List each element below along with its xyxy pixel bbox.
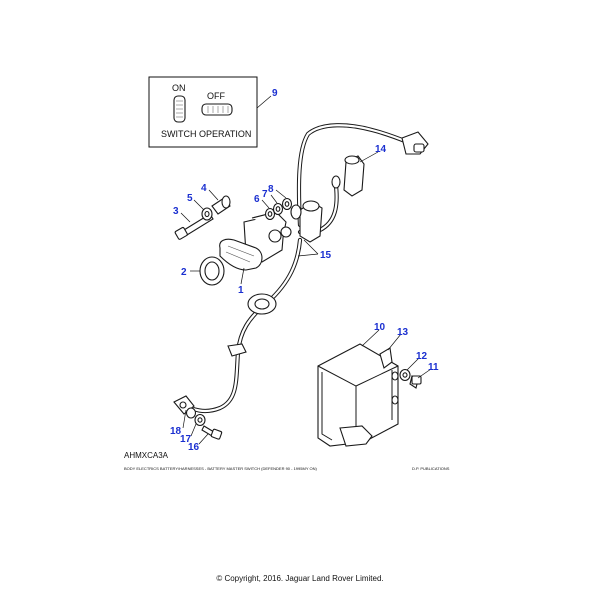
callout-17: 17 [180,434,192,445]
cable-clip [227,343,247,357]
terminal-cover-lower [290,200,323,243]
callout-1: 1 [238,285,244,296]
callout-7: 7 [262,189,268,200]
illustration-reference-code: AHMXCA3A [124,451,169,460]
battery-cable-upper [296,123,413,228]
switch-operation-inset: ON OFF SWITCH OPERATION [148,76,258,148]
terminal-washer-17 [194,413,206,427]
callout-11: 11 [428,362,439,373]
callout-4: 4 [201,183,207,194]
battery-master-switch [219,211,292,271]
publisher-label: D.P. PUBLICATIONS [412,466,450,471]
washer-5 [201,207,213,221]
callout-10: 10 [374,322,386,333]
copyright-notice: © Copyright, 2016. Jaguar Land Rover Lim… [216,574,384,583]
switch-off-knob-icon [201,103,233,116]
callout-18: 18 [170,426,182,437]
washer-6 [264,207,276,221]
callout-12: 12 [416,351,428,362]
diagram-description: BODY ELECTRICS BATTERY/HARNESSES - BATTE… [124,466,317,471]
callout-13: 13 [397,327,409,338]
callout-9: 9 [272,88,278,99]
bracket-bolt-11 [409,375,422,389]
nut-8 [281,197,293,211]
callout-15: 15 [320,250,332,261]
inset-caption: SWITCH OPERATION [161,129,251,139]
callout-14: 14 [375,144,387,155]
terminal-bolt-16 [201,425,223,440]
callout-3: 3 [173,206,179,217]
mounting-bracket [317,343,399,447]
callout-5: 5 [187,193,193,204]
bracket-clip-13 [379,347,393,369]
callout-6: 6 [254,194,260,205]
callout-8: 8 [268,184,274,195]
callout-labels: 9 14 15 1 2 3 5 4 6 7 8 10 13 12 11 18 1… [170,88,439,453]
nut-7 [272,202,284,216]
battery-terminal-top [401,131,429,155]
switch-seal-ring [199,256,225,286]
inset-off-label: OFF [207,91,225,101]
callout-16: 16 [188,442,200,453]
switch-on-knob-icon [173,95,186,123]
inset-on-label: ON [172,83,186,93]
callout-2: 2 [181,267,187,278]
terminal-cover-upper [331,155,365,197]
cable-grommet [247,293,277,315]
leader-lines [180,95,432,445]
spacer-4 [211,195,231,215]
bracket-washer-12 [399,368,411,382]
terminal-nut-18 [185,407,197,419]
